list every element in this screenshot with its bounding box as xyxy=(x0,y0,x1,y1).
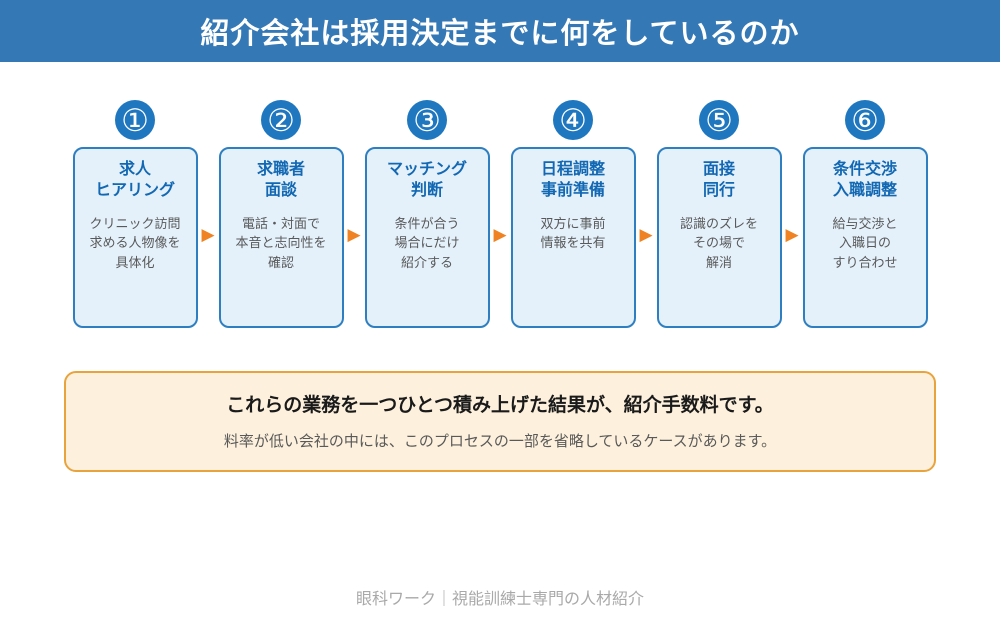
step-2-title: 求職者 面談 xyxy=(256,161,305,199)
step-6-title: 条件交渉 入職調整 xyxy=(832,161,897,199)
step-2: ② 求職者 面談 電話・対面で 本音と志向性を 確認 xyxy=(218,100,344,328)
step-6-description: 給与交渉と 入職日の すり合わせ xyxy=(832,215,898,270)
arrow-right-icon: ▶ xyxy=(201,225,215,244)
step-1: ① 求人 ヒアリング クリニック訪問 求める人物像を 具体化 xyxy=(72,100,198,328)
step-4-number-badge: ④ xyxy=(553,100,593,140)
summary-note-title: これらの業務を一つひとつ積み上げた結果が、紹介手数料です。 xyxy=(226,395,774,416)
summary-note-box: これらの業務を一つひとつ積み上げた結果が、紹介手数料です。 料率が低い会社の中に… xyxy=(64,371,936,472)
step-5-number-badge: ⑤ xyxy=(699,100,739,140)
step-2-card: 求職者 面談 電話・対面で 本音と志向性を 確認 xyxy=(218,147,344,328)
step-1-title: 求人 ヒアリング xyxy=(94,161,175,199)
step-6-number-badge: ⑥ xyxy=(845,100,885,140)
step-5-card: 面接 同行 認識のズレを その場で 解消 xyxy=(656,147,782,328)
step-1-description: クリニック訪問 求める人物像を 具体化 xyxy=(89,215,181,270)
step-3-description: 条件が合う 場合にだけ 紹介する xyxy=(394,215,460,270)
step-5: ⑤ 面接 同行 認識のズレを その場で 解消 xyxy=(656,100,782,328)
step-2-number-badge: ② xyxy=(261,100,301,140)
footer-branding: 眼科ワーク｜視能訓練士専門の人材紹介 xyxy=(355,591,644,608)
summary-note-subtext: 料率が低い会社の中には、このプロセスの一部を省略しているケースがあります。 xyxy=(223,433,777,450)
step-1-card: 求人 ヒアリング クリニック訪問 求める人物像を 具体化 xyxy=(72,147,198,328)
step-3-title: マッチング 判断 xyxy=(386,161,467,199)
step-3-card: マッチング 判断 条件が合う 場合にだけ 紹介する xyxy=(364,147,490,328)
step-5-title: 面接 同行 xyxy=(702,161,735,199)
step-4-card: 日程調整 事前準備 双方に事前 情報を共有 xyxy=(510,147,636,328)
header-bar: 紹介会社は採用決定までに何をしているのか xyxy=(0,0,1000,62)
step-2-description: 電話・対面で 本音と志向性を 確認 xyxy=(235,215,327,270)
step-3: ③ マッチング 判断 条件が合う 場合にだけ 紹介する xyxy=(364,100,490,328)
arrow-right-icon: ▶ xyxy=(493,225,507,244)
step-6-card: 条件交渉 入職調整 給与交渉と 入職日の すり合わせ xyxy=(802,147,928,328)
step-4: ④ 日程調整 事前準備 双方に事前 情報を共有 xyxy=(510,100,636,328)
step-3-number-badge: ③ xyxy=(407,100,447,140)
process-flow: ① 求人 ヒアリング クリニック訪問 求める人物像を 具体化 ▶ ② 求職者 面… xyxy=(0,100,1000,328)
step-1-number-badge: ① xyxy=(115,100,155,140)
step-4-description: 双方に事前 情報を共有 xyxy=(540,215,606,251)
step-5-description: 認識のズレを その場で 解消 xyxy=(679,215,758,270)
arrow-right-icon: ▶ xyxy=(347,225,361,244)
step-4-title: 日程調整 事前準備 xyxy=(540,161,605,199)
page-title: 紹介会社は採用決定までに何をしているのか xyxy=(200,18,800,50)
step-6: ⑥ 条件交渉 入職調整 給与交渉と 入職日の すり合わせ xyxy=(802,100,928,328)
arrow-right-icon: ▶ xyxy=(785,225,799,244)
arrow-right-icon: ▶ xyxy=(639,225,653,244)
